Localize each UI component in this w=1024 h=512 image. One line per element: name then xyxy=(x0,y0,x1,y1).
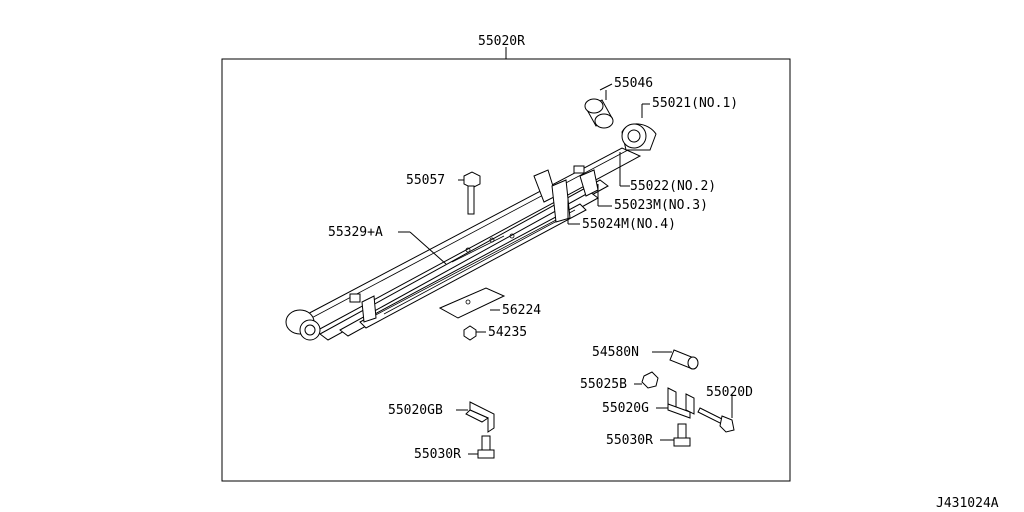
part-label-55030R-left: 55030R xyxy=(414,447,461,462)
shackle-55020GB xyxy=(465,401,495,433)
part-label-55329A: 55329+A xyxy=(328,225,383,240)
bolt-55020D xyxy=(697,407,735,433)
bolt-55030R-left xyxy=(477,435,495,459)
diagram-id: J431024A xyxy=(936,496,999,511)
shackle-55020G xyxy=(667,387,695,419)
assembly-frame xyxy=(221,58,791,482)
part-label-55020D: 55020D xyxy=(706,385,753,400)
part-label-56224: 56224 xyxy=(502,303,541,318)
part-label-55030R-right: 55030R xyxy=(606,433,653,448)
assembly-label: 55020R xyxy=(478,34,525,49)
nut-55025B xyxy=(641,371,659,389)
part-label-55046: 55046 xyxy=(614,76,653,91)
bush-54580N xyxy=(669,349,699,370)
part-label-54580N: 54580N xyxy=(592,345,639,360)
part-label-55023M: 55023M(NO.3) xyxy=(614,198,708,213)
part-label-55020GB: 55020GB xyxy=(388,403,443,418)
part-label-55057: 55057 xyxy=(406,173,445,188)
part-label-55022: 55022(NO.2) xyxy=(630,179,716,194)
part-label-54235: 54235 xyxy=(488,325,527,340)
part-label-55024M: 55024M(NO.4) xyxy=(582,217,676,232)
part-label-55025B: 55025B xyxy=(580,377,627,392)
center-bolt-55057 xyxy=(463,171,481,215)
pad-56224 xyxy=(438,287,506,319)
part-label-55020G: 55020G xyxy=(602,401,649,416)
bolt-55030R-right xyxy=(673,423,691,447)
nut-54235 xyxy=(463,325,477,341)
leaf-spring xyxy=(285,123,657,341)
bush-55046 xyxy=(584,98,614,129)
part-label-55021: 55021(NO.1) xyxy=(652,96,738,111)
